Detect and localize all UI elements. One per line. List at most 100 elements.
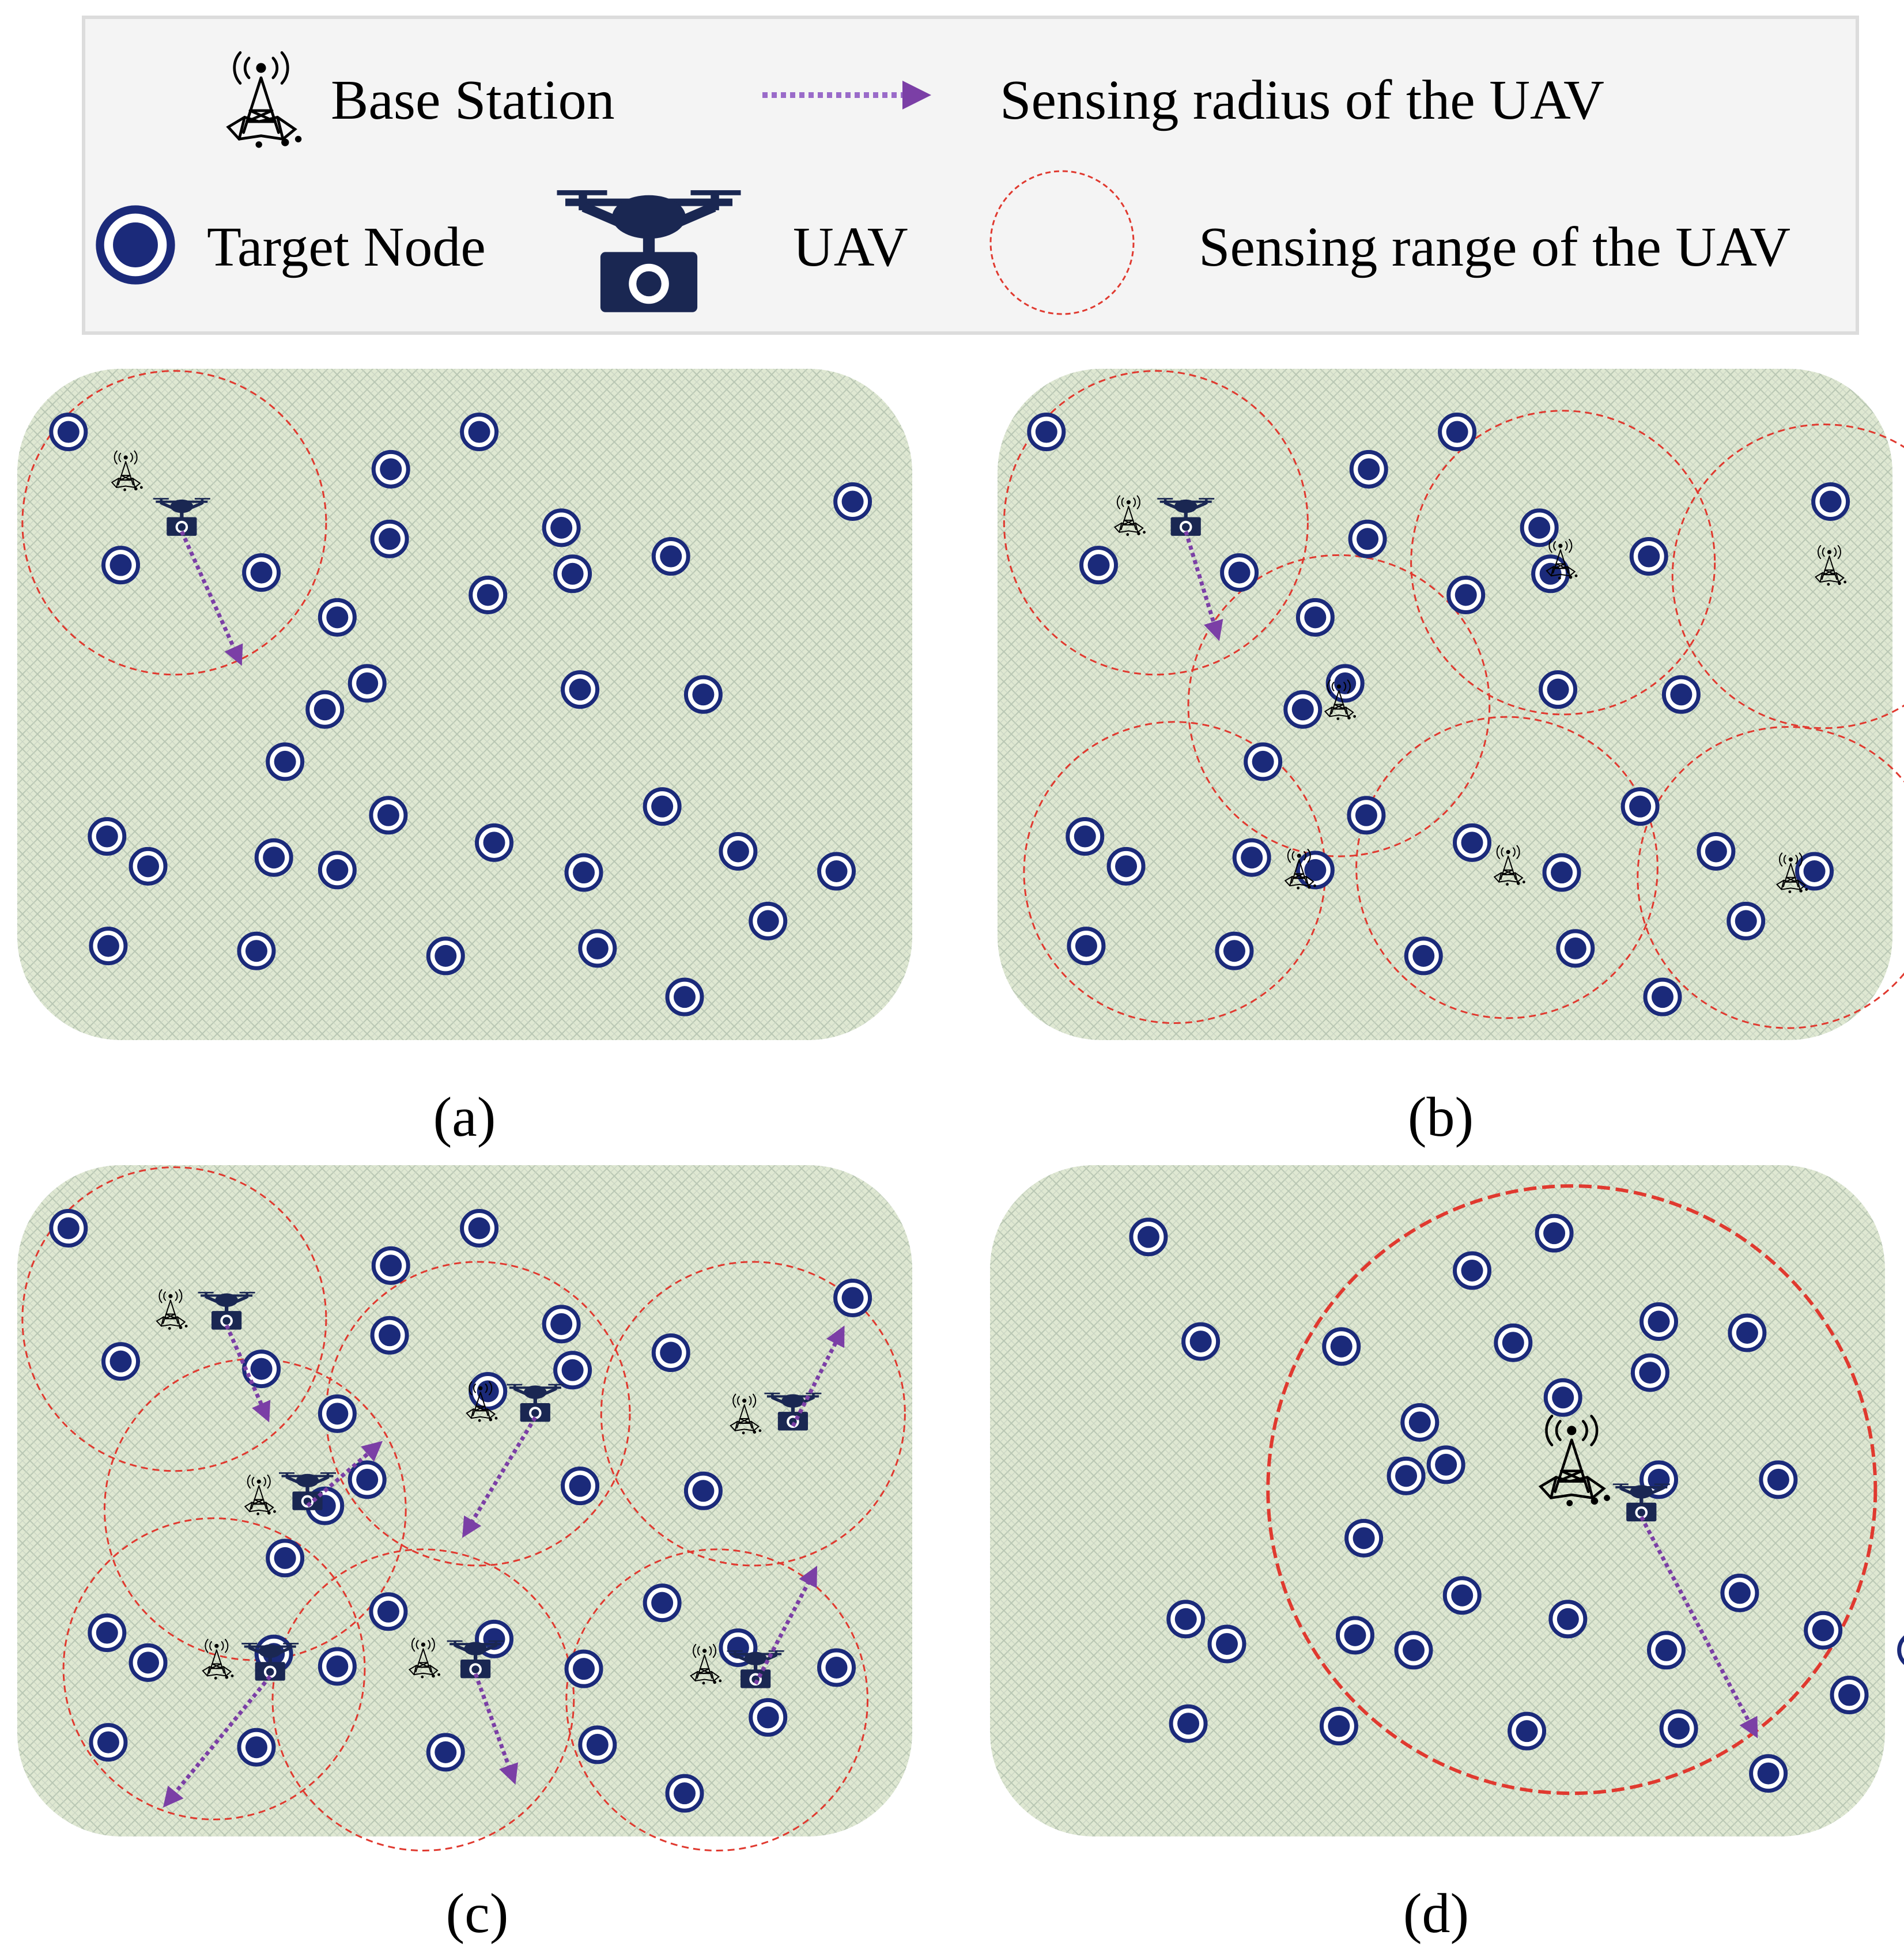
target-node-icon-d-12 xyxy=(1403,1405,1437,1439)
target-node-icon-d-30 xyxy=(1321,1709,1356,1744)
sensing-radius-arrows xyxy=(163,530,1758,1808)
target-node-icon-c-29 xyxy=(91,1725,126,1760)
sensing-radius-arrow-c-7 xyxy=(754,1566,818,1685)
target-node-icon-b-17 xyxy=(1246,744,1280,779)
target-node-icon-c-3 xyxy=(373,1248,408,1283)
target-node-icon-b-31 xyxy=(1406,939,1441,973)
target-node-icon-d-26 xyxy=(1649,1633,1683,1668)
target-node-icon-d-19 xyxy=(1722,1575,1757,1610)
legend-base-station-label: Base Station xyxy=(331,69,615,131)
target-node-icon-d-33 xyxy=(1751,1756,1786,1791)
target-node-icon-c-9 xyxy=(556,1353,590,1388)
target-node-icon-b-14 xyxy=(1541,672,1576,707)
target-node-icon-d-16 xyxy=(1761,1462,1796,1497)
target-node-icon-c-23 xyxy=(131,1645,165,1680)
target-node-icon-a-6 xyxy=(544,511,579,545)
target-node-icon-d-25 xyxy=(1396,1633,1431,1668)
sensing-radius-arrow-c-6 xyxy=(473,1673,519,1785)
legend-target-node-label: Target Node xyxy=(207,216,486,278)
target-node-icon-d-31 xyxy=(1510,1714,1544,1748)
panel-c-area xyxy=(17,1165,912,1836)
sensing-range-circle-c-3 xyxy=(600,1261,906,1567)
target-node-icon-b-10 xyxy=(1631,539,1666,574)
target-node-icon-d-14 xyxy=(1429,1447,1463,1482)
caption-c: (c) xyxy=(446,1883,509,1945)
target-node-icon-d-8 xyxy=(1730,1316,1765,1350)
target-node-icon-a-24 xyxy=(256,840,291,875)
target-node-icon-c-32 xyxy=(580,1728,615,1762)
caption-d: (d) xyxy=(1403,1883,1469,1945)
target-node-icon-a-22 xyxy=(721,834,755,868)
target-node-icon-d-1 xyxy=(1131,1220,1166,1254)
sensing-range-circle-c-1 xyxy=(21,1166,327,1472)
target-node-icon-a-12 xyxy=(320,600,354,634)
sensing-range-circle-b-6 xyxy=(1355,716,1659,1019)
sensing-range-circle-b-7 xyxy=(1637,726,1904,1029)
target-node-icon-d-22 xyxy=(1338,1618,1372,1653)
sensing-radius-arrow-c-2 xyxy=(462,1416,537,1538)
target-node-icon-d-24 xyxy=(1806,1613,1841,1647)
sensing-range-circle-d-1 xyxy=(1266,1184,1877,1796)
sensing-radius-arrow-d-1 xyxy=(1639,1516,1758,1738)
target-node-icon-c-6 xyxy=(544,1307,579,1341)
target-node-icon-b-32 xyxy=(1558,931,1593,966)
target-node-icon-c-12 xyxy=(320,1396,354,1431)
target-node-icon-c-13 xyxy=(350,1462,384,1497)
target-node-icon-a-3 xyxy=(373,452,408,486)
target-node-icon-a-27 xyxy=(819,854,854,889)
target-node-icon-b-5 xyxy=(1350,521,1385,556)
target-node-icon-a-21 xyxy=(477,825,512,860)
target-node-icon-b-28 xyxy=(1729,904,1763,938)
panel-b-area xyxy=(998,369,1892,1040)
sensing-ranges xyxy=(21,370,1904,1852)
target-node-icon-c-26 xyxy=(566,1651,601,1686)
target-node-icon-c-10 xyxy=(653,1336,688,1370)
sensing-range-circle-b-1 xyxy=(1003,370,1309,676)
legend-sensing-radius-label: Sensing radius of the UAV xyxy=(1000,69,1604,131)
target-node-icon-d-29 xyxy=(1171,1706,1206,1741)
target-node-icon-c-31 xyxy=(428,1735,463,1770)
target-node-icon-a-14 xyxy=(563,672,598,707)
target-node-icon-c-1 xyxy=(51,1211,86,1246)
sensing-range-circle-c-5 xyxy=(62,1517,366,1821)
target-node-icon-d-32 xyxy=(1661,1711,1696,1746)
target-node-icon-d-17 xyxy=(1347,1521,1381,1555)
target-node-icon-a-1 xyxy=(51,415,86,449)
target-node-icon-b-23 xyxy=(1109,849,1143,883)
legend-box xyxy=(82,16,1859,335)
target-node-icon-a-19 xyxy=(645,789,679,824)
target-node-icon-a-7 xyxy=(104,548,138,583)
legend-sensing-range-circle xyxy=(989,170,1135,315)
target-node-icon-c-30 xyxy=(239,1730,274,1764)
sensing-radius-arrow-c-3 xyxy=(791,1325,845,1427)
legend-target-node-icon xyxy=(100,210,171,281)
sensing-range-circle-a-1 xyxy=(21,370,327,676)
target-node-icon-a-10 xyxy=(653,539,688,574)
target-node-icon-c-2 xyxy=(462,1211,497,1246)
target-node-icon-d-21 xyxy=(1210,1627,1244,1661)
target-node-icon-a-11 xyxy=(471,577,505,612)
sensing-range-circle-c-6 xyxy=(271,1548,575,1852)
target-node-icon-d-13 xyxy=(1389,1458,1423,1493)
sensing-radius-arrow-a-1 xyxy=(180,530,243,666)
sensing-radius-arrow-c-5 xyxy=(163,1675,272,1808)
target-node-icon-b-4 xyxy=(1814,484,1848,519)
target-node-icon-d-3 xyxy=(1455,1253,1490,1288)
target-node-icon-d-5 xyxy=(1184,1324,1218,1359)
legend: Base Station Sensing radius of the UAV T… xyxy=(82,16,1859,335)
sensing-range-circle-c-7 xyxy=(565,1548,869,1852)
target-node-icon-c-15 xyxy=(686,1473,720,1508)
target-node-icon-b-9 xyxy=(1533,557,1568,591)
target-node-icon-a-9 xyxy=(556,557,590,591)
target-node-icon-b-8 xyxy=(1222,555,1257,590)
target-node-icon-a-33 xyxy=(667,980,702,1014)
target-node-icon-b-16 xyxy=(1286,692,1320,727)
target-node-icon-c-7 xyxy=(104,1344,138,1379)
target-node-icon-b-11 xyxy=(1449,577,1483,612)
target-node-icon-b-25 xyxy=(1298,853,1332,887)
panel-a-area xyxy=(17,369,912,1040)
target-node-icon-b-29 xyxy=(1069,929,1104,963)
target-node-icon-c-5 xyxy=(372,1318,407,1352)
target-node-icon-c-17 xyxy=(268,1541,303,1575)
target-node-icon-d-23 xyxy=(1551,1602,1585,1636)
